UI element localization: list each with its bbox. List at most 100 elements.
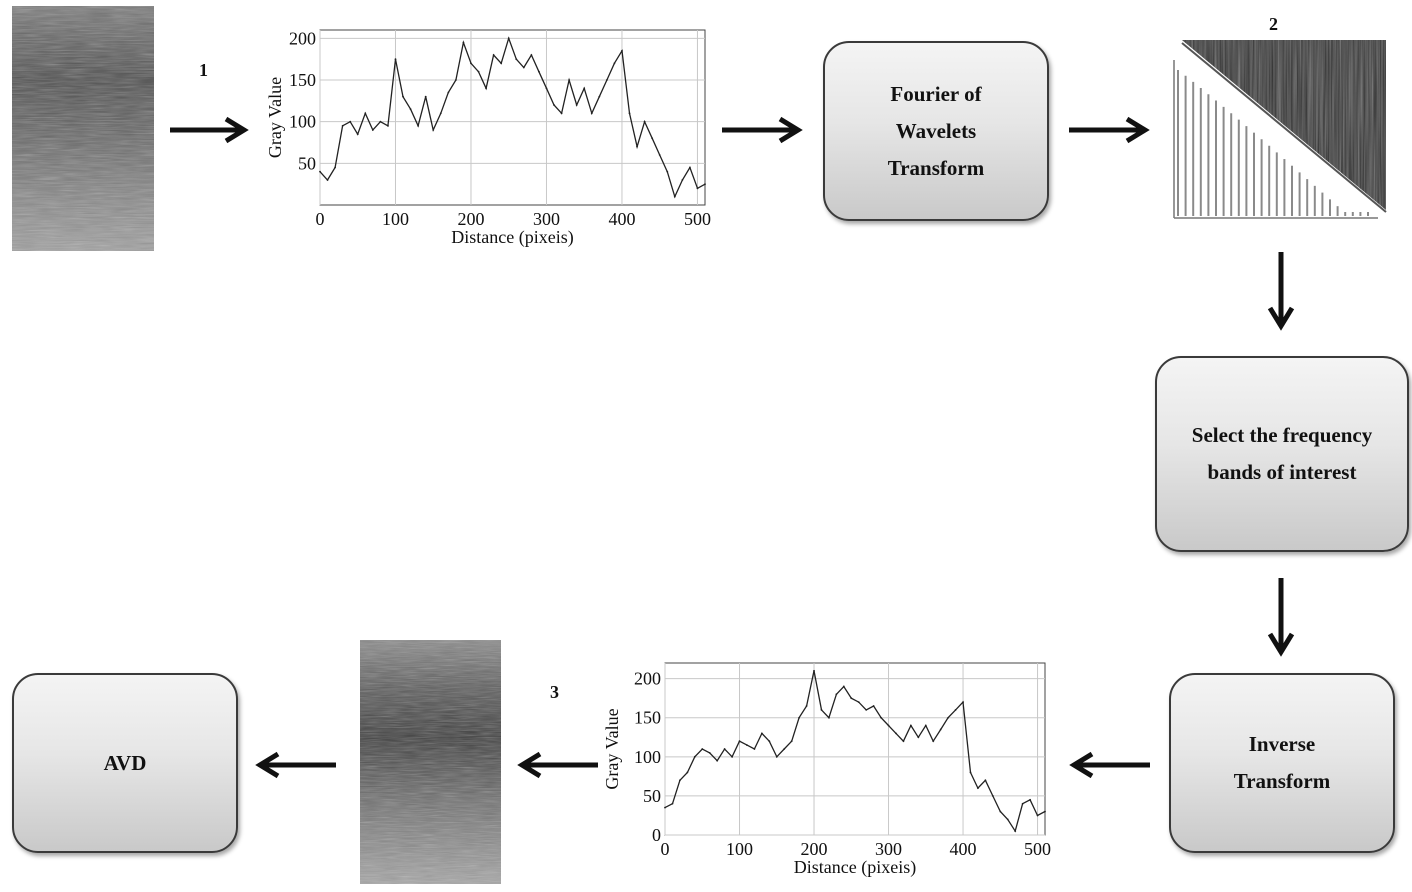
data-point (872, 705, 875, 707)
data-point (477, 70, 480, 73)
data-point (716, 759, 719, 762)
data-point (341, 124, 344, 127)
box-line: AVD (103, 750, 147, 775)
data-point (686, 771, 689, 774)
data-point (805, 705, 808, 707)
y-tick-label: 200 (634, 669, 661, 689)
avd-box: AVD (12, 673, 238, 853)
series-line (664, 670, 1046, 833)
data-point (553, 104, 555, 106)
data-point (696, 187, 699, 190)
x-tick-label: 100 (382, 209, 409, 229)
x-tick-label: 400 (608, 209, 635, 229)
data-point (439, 112, 442, 115)
data-point (857, 701, 860, 703)
data-point (798, 716, 801, 719)
step-label-3: 3 (550, 682, 559, 702)
data-point (947, 716, 950, 719)
data-point (613, 62, 616, 65)
data-point (394, 58, 397, 61)
arrow-down-1 (1267, 252, 1295, 331)
data-point (790, 740, 793, 743)
data-point (470, 62, 472, 65)
data-point (349, 120, 352, 123)
output-texture-image (360, 640, 501, 884)
y-tick-label: 100 (289, 112, 316, 132)
data-point (545, 87, 548, 90)
data-point (813, 669, 815, 672)
data-point (326, 179, 329, 181)
box-line: Inverse (1248, 732, 1316, 756)
y-tick-label: 0 (652, 825, 661, 845)
data-point (409, 108, 412, 111)
data-point (628, 112, 631, 115)
data-point (432, 129, 435, 131)
y-tick-label: 200 (289, 28, 316, 48)
data-point (880, 716, 882, 719)
y-axis-label: Gray Value (265, 77, 285, 158)
arrow-left-3 (255, 751, 336, 779)
inverse-transform-box: Inverse Transform (1169, 673, 1395, 853)
plot-area (319, 29, 706, 206)
x-tick-label: 500 (1024, 839, 1051, 859)
plot-area (664, 662, 1046, 836)
data-point (693, 755, 696, 758)
data-point (575, 104, 578, 106)
data-point (895, 732, 897, 735)
y-axis-label: Gray Value (602, 708, 622, 789)
data-point (962, 701, 964, 703)
data-point (590, 112, 593, 115)
data-point (850, 697, 853, 700)
data-point (598, 95, 601, 98)
data-point (775, 755, 778, 758)
data-point (568, 79, 571, 81)
data-point (753, 748, 756, 750)
data-point (522, 66, 525, 69)
frequency-spectrum-image (1170, 40, 1390, 220)
x-tick-label: 0 (661, 839, 670, 859)
y-tick-label: 50 (298, 153, 316, 173)
x-tick-label: 300 (875, 839, 902, 859)
select-frequency-bands-box: Select the frequency bands of interest (1155, 356, 1409, 552)
x-tick-label: 100 (726, 839, 753, 859)
data-point (704, 183, 706, 186)
data-point (865, 709, 868, 711)
data-point (666, 170, 669, 173)
data-point (671, 802, 674, 805)
data-point (371, 129, 374, 131)
box-line: Fourier of (890, 81, 982, 106)
data-point (1036, 814, 1039, 817)
data-point (760, 732, 763, 735)
data-point (462, 41, 465, 44)
data-point (515, 58, 518, 61)
box-line: bands of interest (1207, 460, 1357, 484)
x-axis-label: Distance (pixeis) (451, 227, 573, 248)
data-point (636, 145, 638, 148)
data-point (835, 693, 838, 696)
data-point (447, 91, 450, 94)
data-point (664, 806, 666, 809)
data-point (738, 740, 741, 743)
data-point (924, 724, 927, 727)
data-point (538, 70, 540, 73)
box-line: Transform (887, 155, 985, 180)
y-tick-label: 150 (634, 708, 661, 728)
data-point (1006, 818, 1009, 821)
box-line: Select the frequency (1191, 423, 1373, 447)
data-point (701, 748, 704, 750)
arrow-left-2 (517, 751, 598, 779)
data-point (768, 740, 771, 743)
data-point (651, 137, 654, 140)
data-point (731, 755, 733, 758)
data-point (379, 120, 382, 123)
data-point (902, 740, 905, 743)
data-point (1014, 830, 1017, 832)
data-point (689, 166, 691, 169)
input-texture-image (12, 6, 154, 251)
box-line: Transform (1233, 769, 1331, 793)
data-point (887, 724, 890, 727)
data-point (842, 685, 845, 688)
series-line (319, 36, 706, 199)
data-point (1029, 798, 1031, 801)
